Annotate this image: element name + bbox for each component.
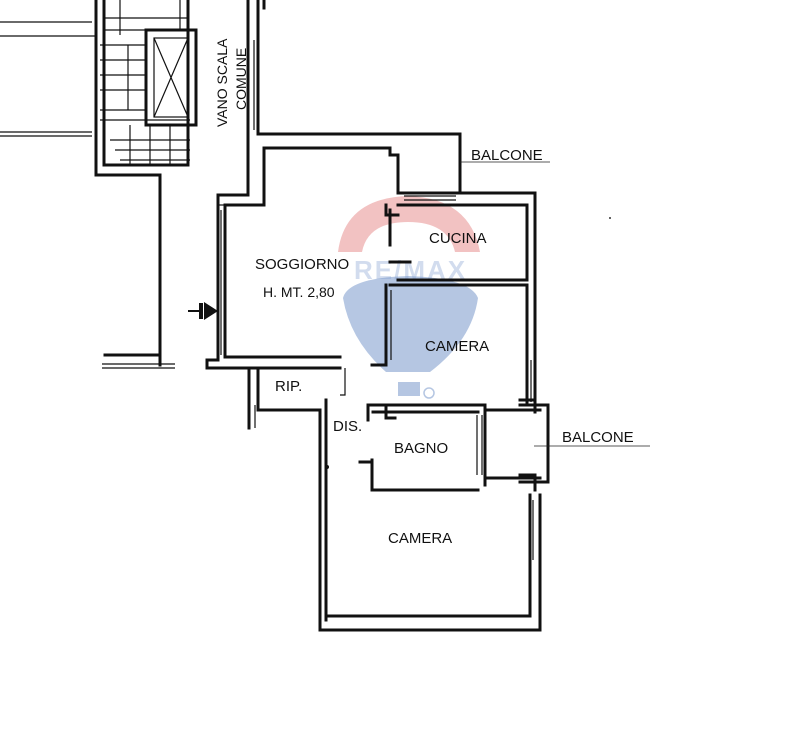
room-height-note: H. MT. 2,80 xyxy=(263,284,335,300)
room-label-bagno: BAGNO xyxy=(394,440,448,457)
stairwell-label-line2: COMUNE xyxy=(233,48,249,110)
room-label-cucina: CUCINA xyxy=(429,230,487,247)
room-label-camera-1: CAMERA xyxy=(425,338,489,355)
room-label-camera-2: CAMERA xyxy=(388,530,452,547)
apartment-walls xyxy=(205,132,550,632)
room-label-balcone-2: BALCONE xyxy=(562,429,634,446)
watermark-registered-mark xyxy=(423,387,435,399)
room-label-balcone-1: BALCONE xyxy=(471,147,543,164)
lift-shaft xyxy=(144,28,198,127)
room-label-rip: RIP. xyxy=(275,378,302,395)
stairwell xyxy=(0,0,190,357)
stairwell-label-line1: VANO SCALA xyxy=(214,38,230,127)
room-label-soggiorno: SOGGIORNO xyxy=(255,256,349,273)
watermark-balloon-red xyxy=(338,196,480,252)
entrance-arrow-icon xyxy=(188,302,218,320)
room-label-dis: DIS. xyxy=(333,418,362,435)
watermark-balloon-blue xyxy=(343,276,478,372)
remax-watermark xyxy=(338,196,480,399)
watermark-basket xyxy=(398,382,420,396)
